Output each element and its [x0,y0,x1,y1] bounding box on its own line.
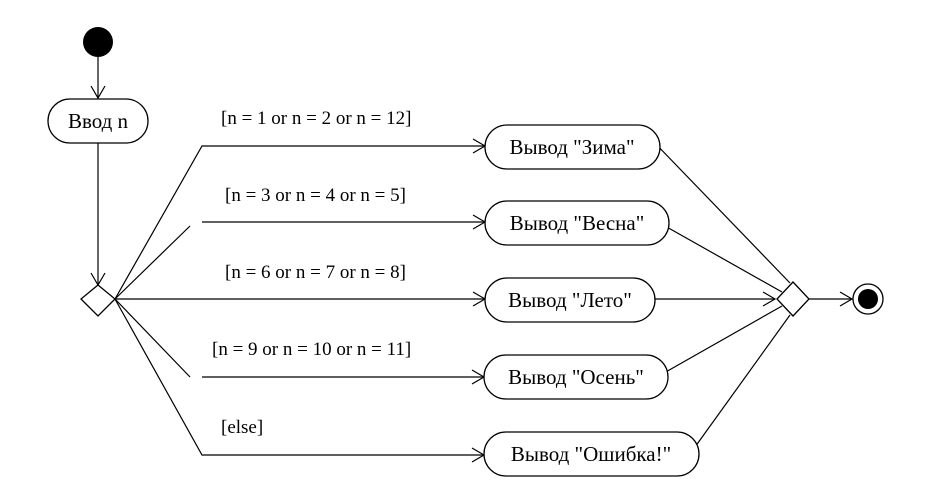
edge-spring-to-merge [664,225,783,293]
edge-decision-to-autumn [114,298,191,378]
arrowhead-icon [90,85,106,100]
action-input [47,98,149,144]
decision-node [80,284,116,317]
arrowhead-icon [762,291,777,307]
edge-autumn-to-merge [663,305,783,374]
guard-winter: [n = 1 or n = 2 or n = 12] [221,108,411,129]
guard-summer: [n = 6 or n = 7 or n = 8] [225,262,406,283]
edge-error-to-merge [694,314,791,448]
action-error [483,431,700,477]
guard-spring: [n = 3 or n = 4 or n = 5] [225,185,406,206]
final-node [858,289,878,309]
action-winter-label: Вывод "Зима" [509,135,634,159]
action-input-label: Ввод n [68,109,129,133]
edge-decision-to-error [114,298,484,456]
action-summer [484,277,656,323]
guard-autumn: [n = 9 or n = 10 or n = 11] [212,339,411,360]
action-spring [484,200,670,246]
edge-winter-to-merge [651,139,791,284]
action-autumn [483,354,669,400]
action-winter [484,124,661,170]
merge-node [776,281,810,317]
action-summer-label: Вывод "Лето" [508,288,632,312]
guard-error: [else] [221,417,263,438]
initial-node [83,27,113,57]
action-spring-label: Вывод "Весна" [510,211,645,235]
edge-decision-to-winter [114,145,485,300]
edge-decision-to-spring [114,225,191,300]
arrowhead-icon [839,291,854,307]
action-error-label: Вывод "Ошибка!" [511,442,671,466]
action-autumn-label: Вывод "Осень" [508,365,644,389]
